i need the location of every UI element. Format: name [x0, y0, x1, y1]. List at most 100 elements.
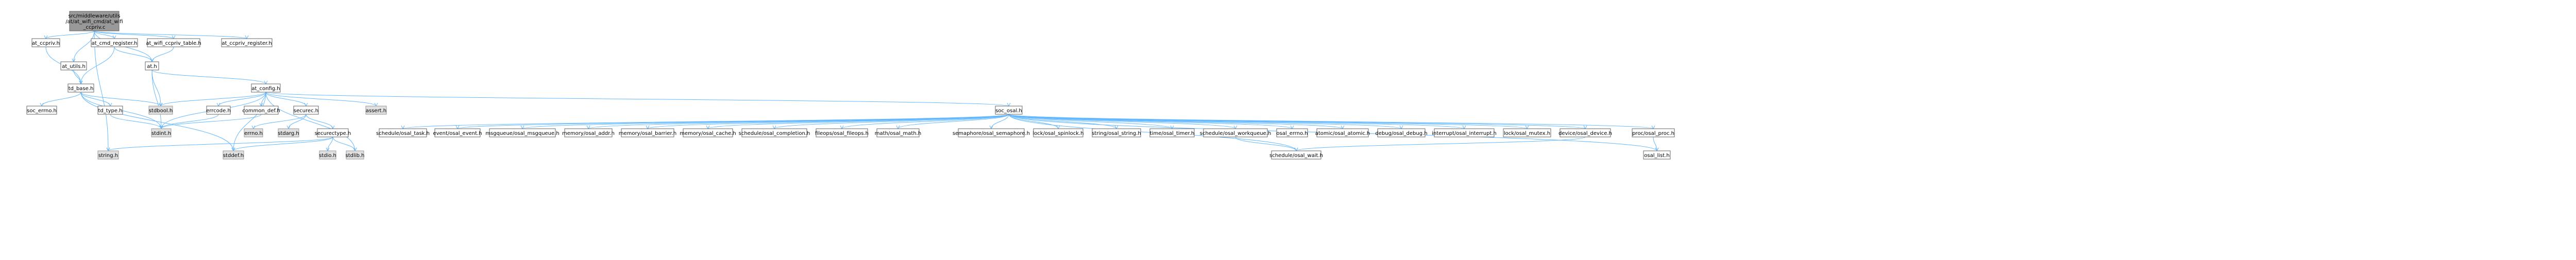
- node-assert-h[interactable]: assert.h: [365, 106, 387, 115]
- node-label: at_cmd_register.h: [92, 41, 138, 46]
- node-stdbool-h[interactable]: stdbool.h: [148, 106, 173, 115]
- node-td-base-h[interactable]: td_base.h: [67, 83, 94, 93]
- node-label: proc/osal_proc.h: [1632, 131, 1674, 136]
- node-box: [1377, 128, 1426, 137]
- edge-root-to-string-h: [94, 30, 109, 151]
- node-label: memory/osal_barrier.h: [619, 131, 677, 136]
- node-osal-proc-h[interactable]: proc/osal_proc.h: [1632, 128, 1675, 137]
- node-label: memory/osal_cache.h: [680, 131, 736, 136]
- node-label: src/middleware/utils: [69, 13, 121, 19]
- node-osal-string-h[interactable]: string/osal_string.h: [1092, 128, 1141, 137]
- node-securec-h[interactable]: securec.h: [293, 106, 319, 115]
- node-label: interrupt/osal_interrupt.h: [1432, 131, 1497, 136]
- node-osal-semaphore-h[interactable]: semaphore/osal_semaphore.h: [953, 128, 1030, 137]
- node-label: schedule/osal_task.h: [376, 131, 430, 136]
- node-osal-interrupt-h[interactable]: interrupt/osal_interrupt.h: [1432, 128, 1497, 137]
- edge-root-to-at-wifi-ccpriv-table-h: [94, 30, 174, 39]
- node-osal-spinlock-h[interactable]: lock/osal_spinlock.h: [1032, 128, 1084, 137]
- node-at-wifi-ccpriv-table-h[interactable]: at_wifi_ccpriv_table.h: [146, 38, 201, 47]
- node-osal-task-h[interactable]: schedule/osal_task.h: [376, 128, 430, 137]
- edge-arrowhead: [646, 125, 650, 130]
- node-box: [1276, 128, 1308, 137]
- node-box: [97, 150, 119, 160]
- node-label: errno.h: [244, 131, 263, 136]
- edge-arrowhead: [989, 125, 993, 130]
- node-osal-list-h[interactable]: osal_list.h: [1643, 150, 1671, 160]
- node-at-cmd-register-h[interactable]: at_cmd_register.h: [91, 38, 138, 47]
- node-osal-completion-h[interactable]: schedule/osal_completion.h: [739, 128, 810, 137]
- edge-arrowhead: [840, 125, 844, 130]
- node-box: [816, 128, 868, 137]
- node-soc-errno-h[interactable]: soc_errno.h: [26, 106, 57, 115]
- edge-at-config-h-to-assert-h: [265, 92, 377, 107]
- node-label: td_base.h: [69, 86, 94, 92]
- node-osal-device-h[interactable]: device/osal_device.h: [1558, 128, 1612, 137]
- edge-at-config-h-to-securec-h: [265, 92, 307, 107]
- node-label: securec.h: [294, 108, 318, 114]
- edge-root-to-at-ccpriv-h: [45, 30, 95, 39]
- edge-td-base-h-to-stddef-h: [80, 92, 234, 151]
- edge-arrowhead: [374, 102, 378, 107]
- node-osal-event-h[interactable]: event/osal_event.h: [433, 128, 482, 137]
- node-osal-wait-h[interactable]: schedule/osal_wait.h: [1269, 150, 1323, 160]
- node-stdio-h[interactable]: stdio.h: [319, 150, 336, 160]
- node-box: [683, 128, 733, 137]
- edge-td-type-h-to-stdint-h: [110, 114, 162, 129]
- node-label: at_wifi_ccpriv_table.h: [146, 41, 201, 46]
- node-osal-barrier-h[interactable]: memory/osal_barrier.h: [619, 128, 677, 137]
- node-label: common_def.h: [242, 108, 280, 114]
- node-box: [346, 150, 364, 160]
- node-label: semaphore/osal_semaphore.h: [953, 131, 1030, 136]
- node-osal-atomic-h[interactable]: atomic/osal_atomic.h: [1315, 128, 1370, 137]
- node-at-utils-h[interactable]: at_utils.h: [60, 61, 87, 71]
- node-label: stdint.h: [151, 131, 171, 136]
- node-stdlib-h[interactable]: stdlib.h: [346, 150, 365, 160]
- edge-at-config-h-to-errcode-h: [218, 92, 266, 107]
- node-stdarg-h[interactable]: stdarg.h: [278, 128, 299, 137]
- node-at-h[interactable]: at.h: [145, 61, 159, 71]
- node-td-type-h[interactable]: td_type.h: [97, 106, 123, 115]
- node-osal-mutex-h[interactable]: lock/osal_mutex.h: [1503, 128, 1551, 137]
- edge-arrowhead: [1170, 125, 1174, 130]
- node-box: [206, 106, 231, 115]
- node-box: [319, 150, 336, 160]
- node-soc-osal-h[interactable]: soc_osal.h: [995, 106, 1023, 115]
- edge-arrowhead: [1290, 125, 1294, 130]
- node-at-ccpriv-register-h[interactable]: at_ccpriv_register.h: [221, 38, 273, 47]
- node-box: [145, 61, 159, 71]
- node-osal-math-h[interactable]: math/osal_math.h: [875, 128, 921, 137]
- edge-at-h-to-at-config-h: [151, 70, 266, 84]
- node-stdint-h[interactable]: stdint.h: [151, 128, 172, 137]
- node-osal-cache-h[interactable]: memory/osal_cache.h: [680, 128, 736, 137]
- edge-arrowhead: [331, 125, 335, 130]
- node-errcode-h[interactable]: errcode.h: [206, 106, 231, 115]
- edge-arrowhead: [172, 35, 176, 40]
- node-box: [1149, 128, 1195, 137]
- node-osal-addr-h[interactable]: memory/osal_addr.h: [562, 128, 615, 137]
- node-common-def-h[interactable]: common_def.h: [242, 106, 280, 115]
- edge-osal-workqueue-h-to-osal-wait-h: [1235, 136, 1297, 151]
- node-label: fileops/osal_fileops.h: [815, 131, 869, 136]
- node-stddef-h[interactable]: stddef.h: [223, 150, 244, 160]
- node-osal-debug-h[interactable]: debug/osal_debug.h: [1375, 128, 1428, 137]
- node-at-config-h[interactable]: at_config.h: [251, 83, 281, 93]
- node-errno-h[interactable]: errno.h: [244, 128, 263, 137]
- node-osal-workqueue-h[interactable]: schedule/osal_workqueue.h: [1200, 128, 1271, 137]
- node-box: [151, 128, 172, 137]
- node-label: stdlib.h: [346, 153, 365, 159]
- edge-arrowhead: [1114, 125, 1118, 130]
- edge-at-cmd-register-h-to-td-base-h: [80, 46, 115, 84]
- node-string-h[interactable]: string.h: [97, 150, 119, 160]
- edge-soc-osal-h-to-osal-fileops-h: [841, 114, 1009, 129]
- edge-td-base-h-to-soc-errno-h: [41, 92, 81, 107]
- node-osal-errno-h[interactable]: osal_errno.h: [1276, 128, 1308, 137]
- node-osal-fileops-h[interactable]: fileops/osal_fileops.h: [815, 128, 869, 137]
- node-label: math/osal_math.h: [875, 131, 921, 136]
- node-at-ccpriv-h[interactable]: at_ccpriv.h: [31, 38, 60, 47]
- node-osal-msgqueue-h[interactable]: msgqueue/osal_msgqueue.h: [485, 128, 560, 137]
- node-label: td_type.h: [98, 108, 122, 114]
- node-securectype-h[interactable]: securectype.h: [315, 128, 351, 137]
- node-box: [1503, 128, 1551, 137]
- node-box: [147, 38, 200, 47]
- node-osal-timer-h[interactable]: time/osal_timer.h: [1149, 128, 1195, 137]
